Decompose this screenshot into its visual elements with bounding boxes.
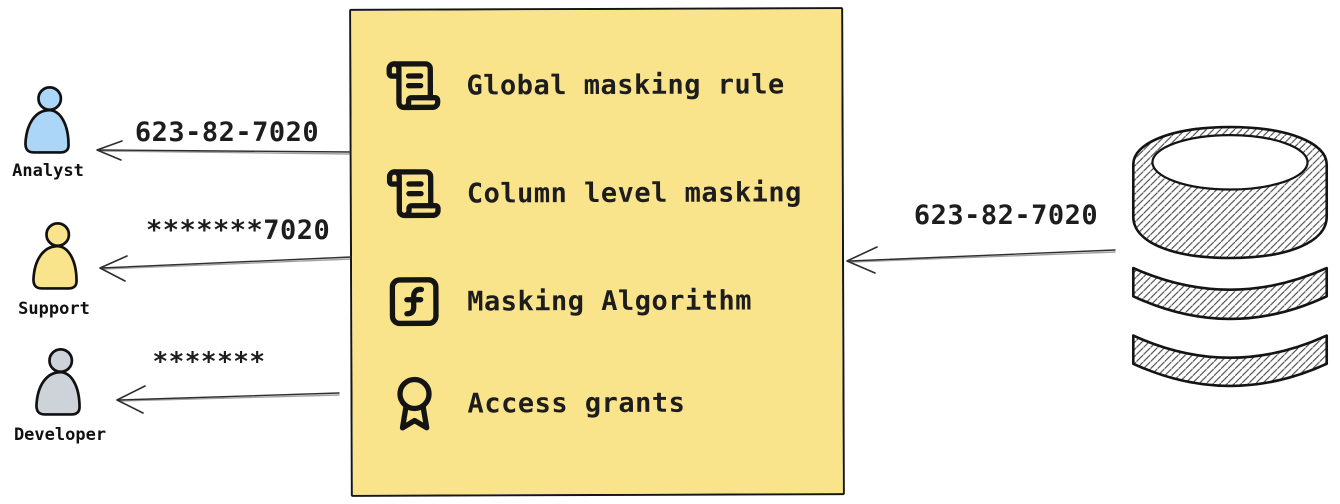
scroll-icon — [386, 169, 441, 219]
masked-value-analyst: 623-82-7020 — [134, 117, 320, 148]
persona-label-analyst: Analyst — [12, 161, 84, 181]
scroll-icon — [386, 61, 441, 111]
award-icon — [397, 376, 432, 431]
masking-rules-box: Global masking rule Column level masking… — [349, 7, 845, 497]
masking-box-item-label: Access grants — [467, 387, 686, 419]
database-icon — [1131, 125, 1329, 388]
source-value: 623-82-7020 — [913, 200, 1099, 231]
masking-box-row: Global masking rule — [384, 55, 785, 114]
persona-label-support: Support — [18, 299, 90, 319]
masking-box-row: Masking Algorithm — [385, 271, 752, 330]
person-icon — [24, 86, 70, 154]
masked-value-developer: ******* — [152, 347, 266, 377]
arrow-to-support — [99, 255, 352, 282]
person-icon — [32, 222, 78, 290]
arrow-to-developer — [116, 385, 340, 414]
masking-box-item-label: Masking Algorithm — [467, 284, 753, 317]
persona-label-developer: Developer — [13, 425, 107, 445]
masking-box-row: Column level masking — [385, 163, 802, 222]
masking-box-item-label: Global masking rule — [466, 68, 785, 101]
arrow-from-database — [846, 246, 1116, 274]
person-icon — [35, 348, 81, 416]
masked-value-support: *******7020 — [146, 215, 331, 246]
masking-box-background — [351, 9, 843, 495]
masking-box-item-label: Column level masking — [466, 176, 802, 209]
function-square-icon — [389, 277, 439, 327]
masking-box-row: Access grants — [385, 374, 685, 433]
